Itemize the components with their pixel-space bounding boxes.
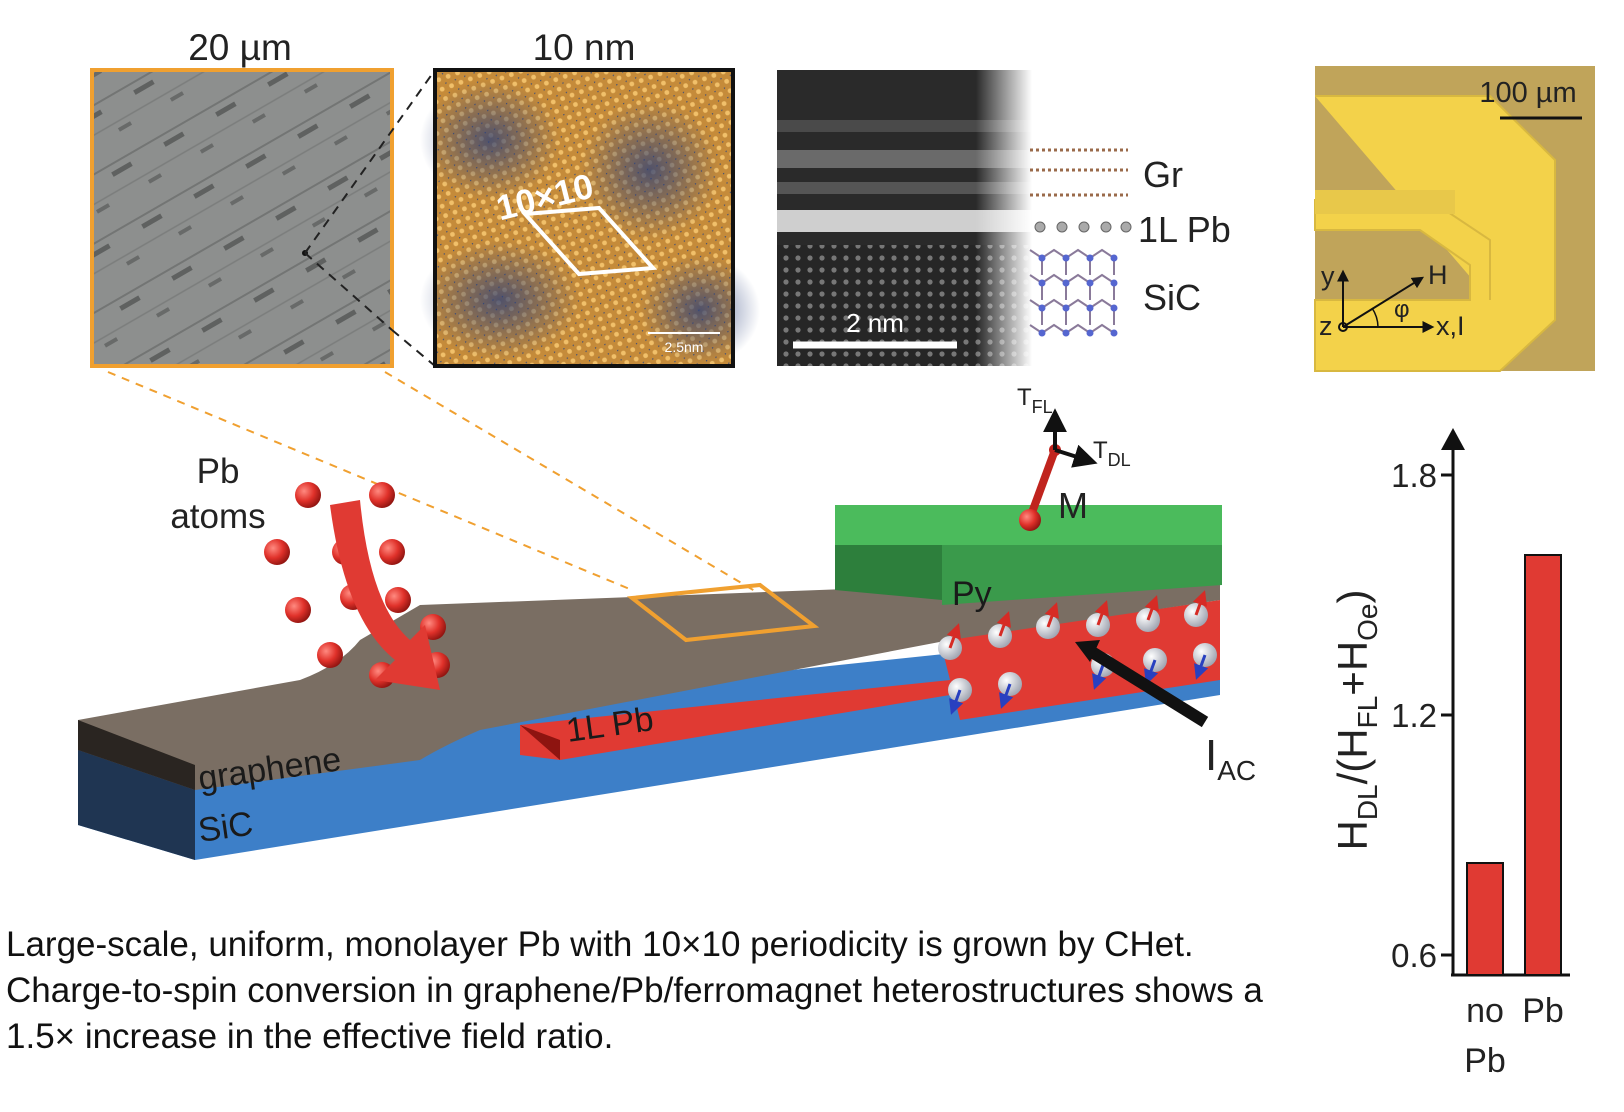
pb-layer-front bbox=[520, 620, 1220, 760]
py-side bbox=[835, 545, 942, 600]
tem-panel: 2 nm Gr 1L Pb SiC bbox=[777, 70, 1231, 366]
py-front bbox=[942, 545, 1222, 605]
field-arrow bbox=[1342, 276, 1425, 328]
chart-bar-0 bbox=[1466, 862, 1504, 976]
figure-caption: Large-scale, uniform, monolayer Pb with … bbox=[6, 925, 1263, 1056]
magnetization-tail bbox=[1019, 509, 1041, 531]
tem-scalebar-label: 2 nm bbox=[846, 308, 904, 338]
chart-y-tick-label: 1.2 bbox=[1391, 697, 1437, 734]
afm-image bbox=[90, 68, 394, 368]
afm-region-frame bbox=[626, 582, 820, 643]
chart-bar-1 bbox=[1524, 554, 1562, 976]
chart-y-axis-arrow bbox=[1441, 428, 1465, 450]
current-arrow bbox=[1088, 646, 1209, 728]
chart-y-label: HDL/(HFL+HOe) bbox=[1329, 589, 1383, 850]
graphene-side bbox=[78, 720, 195, 790]
zoom-line-bottom bbox=[391, 329, 436, 367]
spins-up bbox=[938, 590, 1208, 660]
afm-zoom-line-left bbox=[107, 371, 633, 591]
tem-layer-gr: Gr bbox=[1143, 154, 1183, 195]
chart-category-label: Pb bbox=[1464, 1042, 1506, 1080]
axis-z-dot bbox=[1338, 322, 1348, 332]
device-schematic: Pb atoms IAC M TFL TDL bbox=[78, 384, 1256, 860]
chart-category-label: no bbox=[1466, 992, 1504, 1030]
stm-blue-region bbox=[420, 80, 560, 200]
stm-frame bbox=[433, 68, 735, 368]
atomic-model bbox=[1029, 148, 1132, 337]
axis-y-label: y bbox=[1321, 261, 1335, 291]
stm-scalebar-label: 2.5nm bbox=[665, 339, 704, 355]
source-label-line2: atoms bbox=[170, 497, 265, 536]
angle-arc bbox=[1371, 307, 1379, 328]
torque-dl-arrow bbox=[1054, 444, 1098, 468]
torque-fl-label: TFL bbox=[1017, 384, 1053, 417]
chart-y-tick-label: 1.8 bbox=[1391, 457, 1437, 494]
stm-panel: 10 nm 10×10 2.5nm bbox=[420, 27, 760, 368]
field-label: H bbox=[1428, 260, 1448, 290]
stm-scale-label: 10 nm bbox=[533, 27, 636, 68]
tem-layer-sic: SiC bbox=[1143, 277, 1201, 318]
chart-y-tick-label: 0.6 bbox=[1391, 937, 1437, 974]
zoom-line-inner bbox=[304, 252, 393, 331]
axis-z-label: z bbox=[1319, 311, 1333, 341]
unit-cell-rhombus bbox=[520, 205, 658, 277]
magnetization-vector bbox=[1026, 448, 1059, 520]
device-panel: 100 µm y z x,I H φ bbox=[1314, 66, 1595, 372]
afm-panel: 20 µm bbox=[90, 27, 394, 368]
py-label: Py bbox=[952, 575, 992, 613]
tem-layer-pb: 1L Pb bbox=[1138, 209, 1231, 250]
graphene-layer bbox=[78, 575, 1220, 790]
chart-category-label: Pb bbox=[1522, 992, 1564, 1030]
device-scalebar-label: 100 µm bbox=[1479, 77, 1576, 109]
source-label-line1: Pb bbox=[197, 452, 240, 491]
angle-label: φ bbox=[1394, 296, 1410, 323]
zoom-line-top bbox=[304, 69, 436, 254]
pb-layer-side bbox=[520, 725, 560, 760]
sic-label: SiC bbox=[196, 805, 256, 850]
torque-dl-label: TDL bbox=[1093, 437, 1131, 470]
current-label: IAC bbox=[1205, 731, 1256, 786]
deposition-arrow bbox=[330, 500, 440, 690]
magnetization-label: M bbox=[1058, 485, 1088, 526]
axis-x-label: x,I bbox=[1436, 311, 1465, 341]
afm-scale-label: 20 µm bbox=[188, 27, 292, 68]
